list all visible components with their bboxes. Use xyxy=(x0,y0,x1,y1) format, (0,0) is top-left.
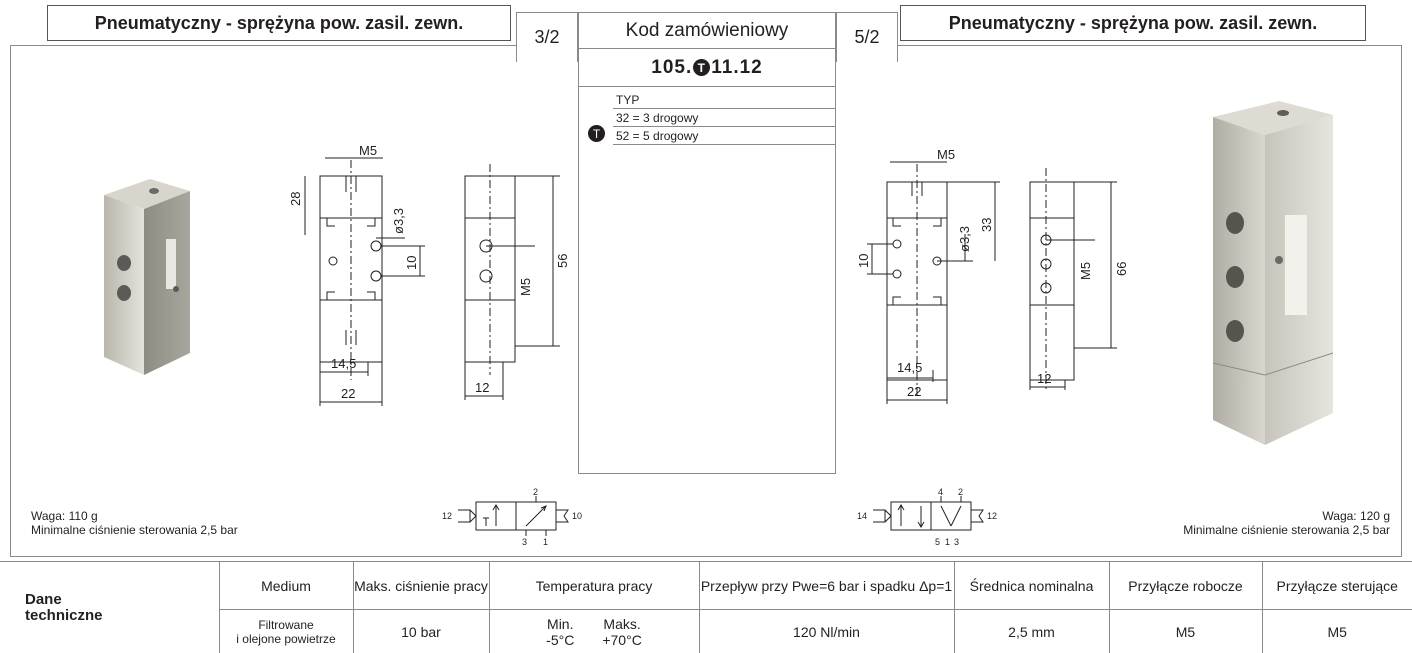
left-title: Pneumatyczny - sprężyna pow. zasil. zewn… xyxy=(47,5,511,41)
dim-label: ø3,3 xyxy=(957,226,972,252)
header-medium: Medium xyxy=(218,561,353,610)
dim-label: M5 xyxy=(1078,262,1093,280)
dim-label: 33 xyxy=(979,218,994,232)
right-ratio: 5/2 xyxy=(836,12,898,62)
left-weight-note: Waga: 110 g Minimalne ciśnienie sterowan… xyxy=(31,509,238,537)
dim-label: 28 xyxy=(288,192,303,206)
left-valve-symbol: 12 10 2 3 1 xyxy=(442,488,582,547)
value-port-work: M5 xyxy=(1108,609,1262,653)
port-label: 2 xyxy=(958,488,963,497)
value-temperature: Min.-5°C Maks.+70°C xyxy=(488,609,699,653)
value-port-control: M5 xyxy=(1261,609,1412,653)
dim-label: 14,5 xyxy=(331,356,356,371)
order-code-heading: Kod zamówieniowy xyxy=(579,13,835,49)
typ-option: 52 = 5 drogowy xyxy=(613,127,835,145)
dim-label: 14,5 xyxy=(897,360,922,375)
dim-label: M5 xyxy=(359,143,377,158)
right-technical-drawing: M5 ø3,3 33 10 M5 66 14,5 22 12 xyxy=(856,147,1129,404)
dim-label: M5 xyxy=(518,278,533,296)
dim-label: 66 xyxy=(1114,262,1129,276)
header-pressure: Maks. ciśnienie pracy xyxy=(352,561,489,610)
port-label: 1 xyxy=(543,537,548,547)
port-label: 5 xyxy=(935,537,940,547)
dim-label: 12 xyxy=(475,380,489,395)
dim-label: 12 xyxy=(1037,371,1051,386)
dim-label: 10 xyxy=(856,254,871,268)
right-product-photo xyxy=(1212,101,1334,445)
right-title: Pneumatyczny - sprężyna pow. zasil. zewn… xyxy=(900,5,1366,41)
port-label: 3 xyxy=(522,537,527,547)
header-temperature: Temperatura pracy xyxy=(488,561,699,610)
port-label: 12 xyxy=(442,511,452,521)
dim-label: 56 xyxy=(555,254,570,268)
left-technical-drawing: M5 28 ø3,3 10 M5 56 14,5 22 12 xyxy=(288,143,570,406)
right-weight-note: Waga: 120 g Minimalne ciśnienie sterowan… xyxy=(1183,509,1390,537)
dim-label: ø3,3 xyxy=(391,208,406,234)
value-diameter: 2,5 mm xyxy=(953,609,1109,653)
dim-label: 22 xyxy=(907,384,921,399)
port-label: 2 xyxy=(533,488,538,497)
value-flow: 120 Nl/min xyxy=(698,609,954,653)
port-label: 3 xyxy=(954,537,959,547)
value-pressure: 10 bar xyxy=(352,609,489,653)
left-ratio: 3/2 xyxy=(516,12,578,62)
dim-label: M5 xyxy=(937,147,955,162)
port-label: 10 xyxy=(572,511,582,521)
header-port-work: Przyłącze robocze xyxy=(1108,561,1262,610)
dim-label: 10 xyxy=(404,256,419,270)
left-product-photo xyxy=(104,179,190,375)
port-label: 12 xyxy=(987,511,997,521)
header-flow: Przepływ przy Pwe=6 bar i spadku Δp=1 xyxy=(698,561,954,610)
dim-label: 22 xyxy=(341,386,355,401)
right-valve-symbol: 14 12 4 2 5 1 3 xyxy=(857,488,997,547)
type-symbol-icon: T xyxy=(588,125,605,142)
port-label: 4 xyxy=(938,488,943,497)
header-port-control: Przyłącze sterujące xyxy=(1261,561,1412,610)
header-diameter: Średnica nominalna xyxy=(953,561,1109,610)
port-label: 14 xyxy=(857,511,867,521)
typ-list: TYP 32 = 3 drogowy 52 = 5 drogowy xyxy=(613,91,835,145)
type-symbol-icon: T xyxy=(693,59,711,76)
port-label: 1 xyxy=(945,537,950,547)
typ-option: 32 = 3 drogowy xyxy=(613,109,835,127)
typ-label: TYP xyxy=(613,91,835,109)
